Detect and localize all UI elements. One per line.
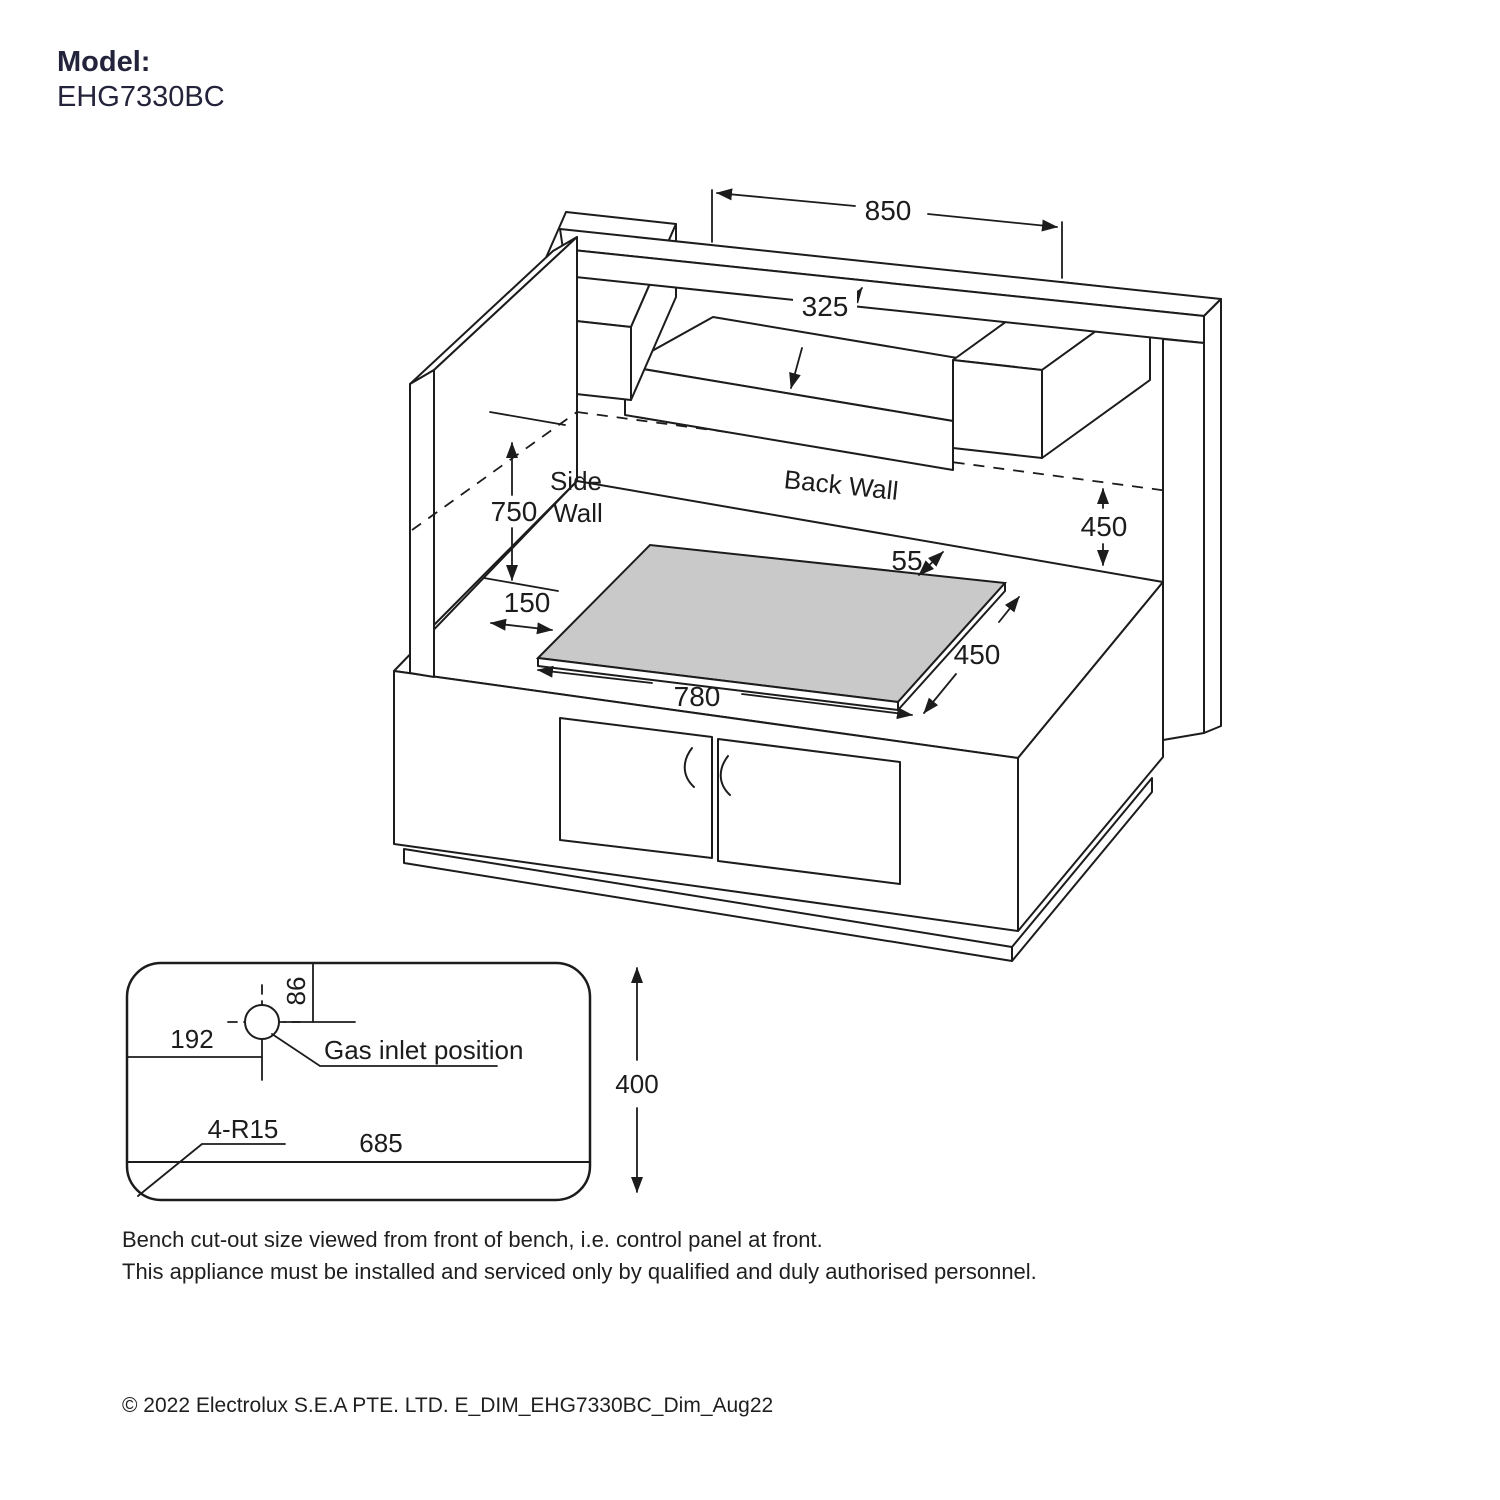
model-label: Model: [57, 46, 150, 78]
dim-685-value: 685 [359, 1128, 402, 1158]
dim-450-hob-arrow-down [923, 673, 957, 714]
corner-radius-value: 4-R15 [208, 1114, 279, 1144]
dim-450-wall: 450 [1081, 488, 1128, 566]
bench-right-face [1017, 581, 1164, 932]
dim-192-value: 192 [170, 1024, 213, 1054]
dim-150-arrows [490, 618, 553, 635]
backwall-stile-front-face [1162, 338, 1205, 741]
dim-780: 780 [537, 665, 913, 720]
cutout-drawing: 86 192 Gas inlet position 4-R15 685 400 [125, 961, 659, 1202]
dim-850-arrow-right [927, 213, 1058, 232]
right-box-front-face [952, 359, 1043, 459]
dim-325-value: 325 [802, 291, 849, 322]
door-handle-right [719, 755, 731, 796]
gas-inlet-leader-line [271, 1033, 498, 1067]
footer-copyright: © 2022 Electrolux S.E.A PTE. LTD. E_DIM_… [122, 1394, 773, 1417]
gas-inlet-label: Gas inlet position [324, 1035, 523, 1065]
dim-750-tick-bottom [483, 577, 559, 592]
dim-55-arrows [918, 551, 944, 576]
back-wall-label: Back Wall [783, 464, 900, 506]
dim-55: 55 [891, 545, 944, 576]
bench-kick-right [1011, 777, 1153, 962]
note-line2: This appliance must be installed and ser… [122, 1259, 1037, 1284]
dim-400: 400 [615, 967, 659, 1193]
dimensions: 850 325 750 450 [483, 188, 1128, 720]
dim-192: 192 [126, 1024, 263, 1058]
dim-750-tick-top [489, 411, 566, 426]
dim-750-value: 750 [491, 496, 538, 527]
dim-150-value: 150 [504, 587, 551, 618]
gas-inlet: Gas inlet position [227, 984, 523, 1081]
dim-750: 750 [483, 411, 566, 592]
cooktop [535, 543, 1008, 711]
dim-780-arrow-left [537, 665, 653, 684]
dim-450-hob-arrow-up [998, 596, 1020, 623]
dim-150: 150 [490, 587, 553, 635]
dim-780-arrow-right [741, 693, 913, 720]
backwall-stile-side-face [1203, 298, 1222, 734]
dim-325: 325 [789, 287, 863, 389]
isometric-drawing: 850 325 750 450 [393, 188, 1222, 962]
dim-850-value: 850 [865, 195, 912, 226]
dim-400-value: 400 [615, 1069, 658, 1099]
dim-450-wall-value: 450 [1081, 511, 1128, 542]
dim-850-arrow-left [716, 188, 856, 207]
cabinet-door-right [717, 738, 901, 885]
dim-450-hob: 450 [923, 596, 1020, 714]
sidewall-dashed-clearance-line [411, 411, 578, 531]
side-wall [409, 236, 578, 678]
side-wall-label-line2: Wall [553, 498, 603, 528]
dim-325-bg [793, 290, 857, 320]
dim-86-value: 86 [281, 977, 311, 1006]
note-line1: Bench cut-out size viewed from front of … [122, 1227, 823, 1252]
model-number: EHG7330BC [57, 81, 225, 113]
dim-450-hob-value: 450 [954, 639, 1001, 670]
side-wall-label-line1: Side [550, 466, 602, 496]
dim-850: 850 [711, 188, 1063, 279]
dim-325-arrow-down [789, 347, 803, 389]
corner-radius-leader [137, 1143, 286, 1197]
gas-inlet-circle [244, 1004, 280, 1040]
dim-780-value: 780 [674, 681, 721, 712]
dim-corner-radius: 4-R15 [137, 1114, 286, 1197]
door-handle-left [683, 747, 695, 788]
sidewall-edge-strip [409, 369, 435, 678]
cutout-outline [125, 961, 592, 1202]
dim-55-value: 55 [891, 545, 922, 576]
cabinet-door-left [559, 717, 713, 859]
bench-cabinet [393, 480, 1164, 962]
